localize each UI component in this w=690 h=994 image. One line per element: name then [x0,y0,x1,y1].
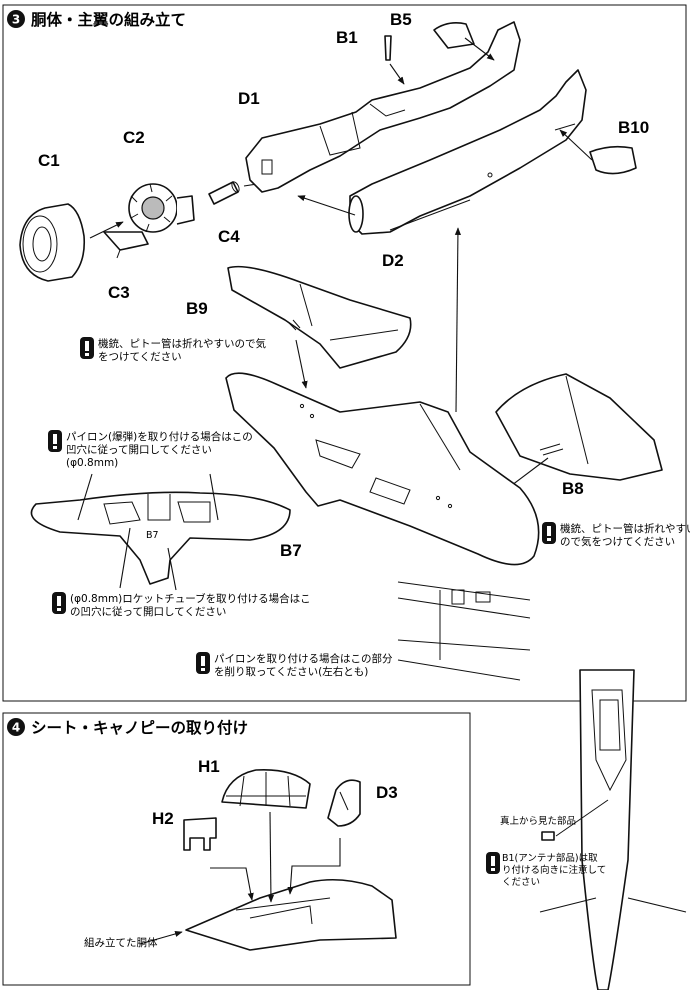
wing-b9 [227,265,412,369]
inset-part-b7: B7 [146,530,159,541]
label-d3: D3 [376,783,398,802]
caution-icon [48,430,62,452]
wing-b8 [495,373,663,481]
pylon-detail [397,581,531,681]
fuselage-half-d2 [348,69,587,235]
label-b1: B1 [336,28,358,47]
caution-icon [80,337,94,359]
seat-d3 [327,779,361,827]
part-h2 [183,817,217,851]
svg-text:パイロン(爆弾)を取り付ける場合はこの: パイロン(爆弾)を取り付ける場合はこの [66,430,253,443]
caution-icon [196,652,210,674]
note-pylon-holes: パイロン(爆弾)を取り付ける場合はこの 凹穴に従って開口してください (φ0.8… [66,430,253,469]
svg-text:の凹穴に従って開口してください: の凹穴に従って開口してください [70,605,226,618]
svg-text:ください: ください [502,877,540,888]
section4-header: 4 シート・キャノピーの取り付け [7,718,248,737]
label-h2: H2 [152,809,174,828]
label-b9: B9 [186,299,208,318]
label-b7: B7 [280,541,302,560]
label-b8: B8 [562,479,584,498]
svg-text:を削り取ってください(左右とも): を削り取ってください(左右とも) [214,665,368,678]
canopy-h1 [221,768,311,809]
stabilizer-b5 [433,22,475,49]
section4-title: シート・キャノピーの取り付け [31,718,248,737]
note-gun-right: 機銃、ピトー管は折れやすい ので気をつけてください [560,522,690,548]
svg-text:り付ける向きに注意して: り付ける向きに注意して [502,864,606,876]
label-d1: D1 [238,89,260,108]
svg-text:(φ0.8mm): (φ0.8mm) [66,457,118,469]
label-c2: C2 [123,128,145,147]
step-number-badge [7,10,25,28]
label-c1: C1 [38,151,60,170]
fuselage-half-d1 [245,21,521,193]
note-rocket-tube: (φ0.8mm)ロケットチューブを取り付ける場合はこ の凹穴に従って開口してくだ… [70,592,311,618]
caution-icon [542,522,556,544]
svg-text:パイロンを取り付ける場合はこの部分: パイロンを取り付ける場合はこの部分 [214,652,393,665]
label-c4: C4 [218,227,240,246]
svg-text:機銃、ピトー管は折れやすい: 機銃、ピトー管は折れやすい [560,522,690,535]
section3-frame [2,4,687,702]
section4-frame [2,712,471,986]
assembled-fuselage [185,878,397,951]
svg-text:機銃、ピトー管は折れやすいので気: 機銃、ピトー管は折れやすいので気 [98,337,266,350]
svg-text:をつけてください: をつけてください [98,351,182,363]
wing-b7 [225,372,540,566]
svg-text:ので気をつけてください: ので気をつけてください [560,535,675,548]
section3-title: 胴体・主翼の組み立て [31,10,186,29]
caution-icon [52,592,66,614]
svg-text:B1(アンテナ部品)は取: B1(アンテナ部品)は取 [502,852,598,864]
label-b5: B5 [390,10,412,29]
cowling-c1 [19,203,86,282]
shaft-c4 [208,181,240,205]
section3-header: 3 胴体・主翼の組み立て [7,10,186,29]
caution-icon [486,852,500,874]
antenna-b1 [384,35,392,61]
label-b10: B10 [618,118,649,137]
label-assembled-fuselage: 組み立てた胴体 [84,936,158,949]
label-c3: C3 [108,283,130,302]
engine-c2 [128,183,195,233]
step4-number: 4 [12,721,20,735]
note-antenna: B1(アンテナ部品)は取 り付ける向きに注意して ください [502,852,606,888]
wing-b7-inset: B7 [30,491,291,585]
note-gun-left: 機銃、ピトー管は折れやすいので気 をつけてください [98,337,266,363]
fuselage-top-view [539,669,687,991]
svg-text:(φ0.8mm)ロケットチューブを取り付ける場合はこ: (φ0.8mm)ロケットチューブを取り付ける場合はこ [70,592,311,605]
label-top-view: 真上から見た部品 [500,815,576,827]
label-h1: H1 [198,757,220,776]
label-d2: D2 [382,251,404,270]
part-c3 [103,231,149,259]
svg-text:凹穴に従って開口してください: 凹穴に従って開口してください [66,443,212,456]
stabilizer-b10 [589,145,637,175]
note-pylon-cut: パイロンを取り付ける場合はこの部分 を削り取ってください(左右とも) [214,652,393,678]
step-number: 3 [12,13,20,27]
